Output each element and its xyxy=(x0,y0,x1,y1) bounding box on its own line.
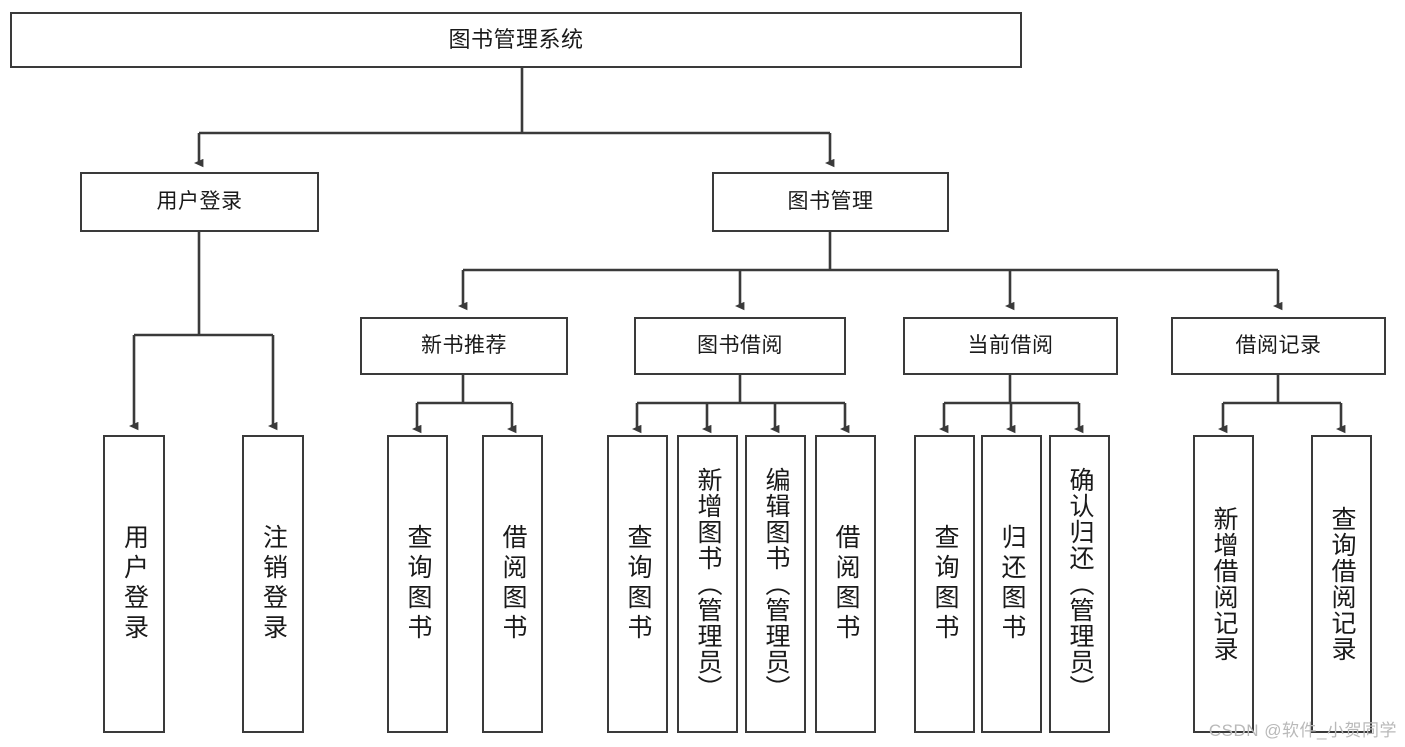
leaf-confirm-return-label: 确认归还（管理员） xyxy=(1066,467,1094,701)
node-root[interactable]: 图书管理系统 xyxy=(10,12,1022,68)
node-borrow-record-label: 借阅记录 xyxy=(1235,333,1322,357)
node-user-login-label: 用户登录 xyxy=(156,189,243,213)
leaf-confirm-return[interactable]: 确认归还（管理员） xyxy=(1049,435,1110,733)
leaf-query-record-label: 查询借阅记录 xyxy=(1328,506,1356,662)
node-current-borrow-label: 当前借阅 xyxy=(967,333,1054,357)
node-book-borrow-label: 图书借阅 xyxy=(697,333,783,357)
leaf-return-book-label: 归还图书 xyxy=(998,524,1026,644)
leaf-user-login[interactable]: 用户登录 xyxy=(103,435,165,733)
leaf-user-logout-label: 注销登录 xyxy=(259,524,288,644)
leaf-add-record-label: 新增借阅记录 xyxy=(1210,506,1238,662)
leaf-query-book-3-label: 查询图书 xyxy=(931,524,959,644)
leaf-add-record[interactable]: 新增借阅记录 xyxy=(1193,435,1254,733)
leaf-user-login-label: 用户登录 xyxy=(120,524,149,644)
leaf-query-record[interactable]: 查询借阅记录 xyxy=(1311,435,1372,733)
node-book-management[interactable]: 图书管理 xyxy=(712,172,949,232)
leaf-edit-book[interactable]: 编辑图书（管理员） xyxy=(745,435,806,733)
leaf-borrow-book-1[interactable]: 借阅图书 xyxy=(482,435,543,733)
leaf-borrow-book-1-label: 借阅图书 xyxy=(499,524,527,644)
leaf-borrow-book-2-label: 借阅图书 xyxy=(832,524,860,644)
leaf-borrow-book-2[interactable]: 借阅图书 xyxy=(815,435,876,733)
node-current-borrow[interactable]: 当前借阅 xyxy=(903,317,1118,375)
leaf-query-book-1[interactable]: 查询图书 xyxy=(387,435,448,733)
leaf-query-book-3[interactable]: 查询图书 xyxy=(914,435,975,733)
node-book-borrow[interactable]: 图书借阅 xyxy=(634,317,846,375)
leaf-add-book[interactable]: 新增图书（管理员） xyxy=(677,435,738,733)
node-new-book-recommend-label: 新书推荐 xyxy=(421,333,507,357)
leaf-edit-book-label: 编辑图书（管理员） xyxy=(762,467,790,701)
leaf-add-book-label: 新增图书（管理员） xyxy=(694,467,722,701)
leaf-user-logout[interactable]: 注销登录 xyxy=(242,435,304,733)
leaf-return-book[interactable]: 归还图书 xyxy=(981,435,1042,733)
leaf-query-book-2[interactable]: 查询图书 xyxy=(607,435,668,733)
node-new-book-recommend[interactable]: 新书推荐 xyxy=(360,317,568,375)
leaf-query-book-1-label: 查询图书 xyxy=(404,524,432,644)
node-book-management-label: 图书管理 xyxy=(787,189,874,213)
leaf-query-book-2-label: 查询图书 xyxy=(624,524,652,644)
csdn-watermark: CSDN @软件_小贺同学 xyxy=(1208,721,1397,740)
node-user-login[interactable]: 用户登录 xyxy=(80,172,319,232)
node-borrow-record[interactable]: 借阅记录 xyxy=(1171,317,1386,375)
node-root-label: 图书管理系统 xyxy=(448,27,584,53)
